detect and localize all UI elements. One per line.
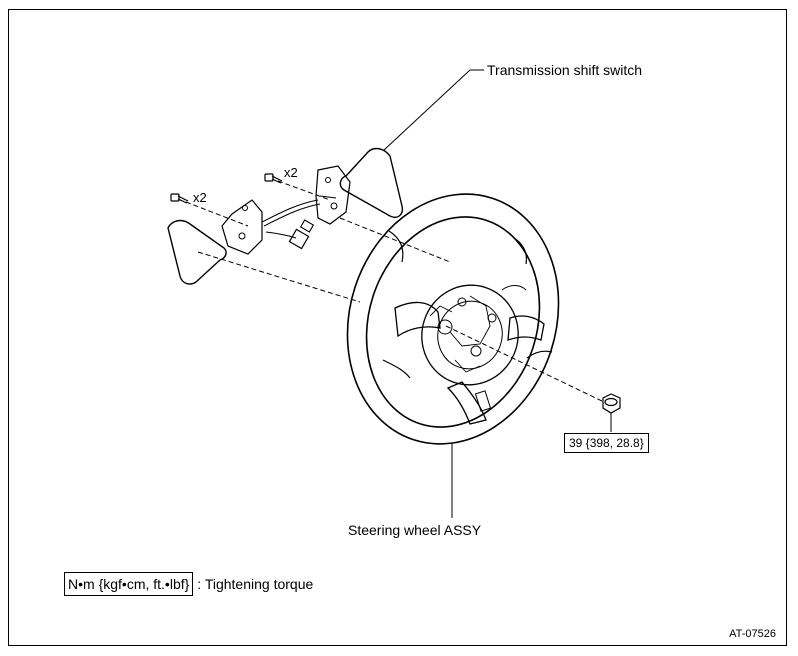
wheel-nut — [602, 393, 621, 414]
shift-switch-leader — [383, 69, 484, 151]
right-paddle-switch — [315, 147, 404, 225]
right-paddle — [339, 147, 404, 218]
harness-connector — [288, 228, 310, 250]
grip-seam — [388, 230, 404, 263]
figure-code: AT-07526 — [729, 628, 776, 640]
grip-seam — [526, 350, 553, 359]
qty-label-right: x2 — [284, 165, 298, 180]
torque-unit-box: N•m {kgf•cm, ft.•lbf} — [64, 572, 194, 596]
wheel-rim-outer — [346, 193, 560, 445]
wheel-spoke-left — [394, 301, 441, 338]
harness-connector — [299, 219, 315, 233]
steering-wheel — [346, 193, 560, 445]
bolt-right — [264, 173, 283, 184]
shift-switch-label: Transmission shift switch — [487, 62, 643, 78]
left-paddle-switch — [167, 199, 263, 285]
wire-harness — [261, 199, 321, 250]
bolts — [170, 173, 621, 414]
wheel-spoke-right — [507, 315, 545, 341]
right-paddle-bracket — [315, 165, 351, 225]
diagram-frame — [8, 9, 787, 646]
bolt-left — [170, 193, 189, 204]
wheel-hub — [421, 284, 519, 386]
left-paddle-bracket — [221, 199, 263, 255]
torque-legend: N•m {kgf•cm, ft.•lbf} : Tightening torqu… — [64, 572, 313, 596]
grip-seam — [513, 237, 528, 265]
leader-lines — [383, 69, 612, 518]
grip-seam — [382, 359, 411, 379]
steering-wheel-label: Steering wheel ASSY — [348, 522, 482, 538]
wheel-spoke-bottom — [446, 381, 487, 425]
left-paddle — [167, 219, 227, 285]
qty-label-left: x2 — [193, 190, 207, 205]
hub-inner — [437, 300, 503, 370]
wheel-rim-inner — [365, 216, 541, 428]
torque-legend-text: : Tightening torque — [197, 576, 314, 592]
alignment-lines — [185, 180, 605, 403]
torque-value-box: 39 {398, 28.8} — [564, 433, 649, 453]
hub-center — [437, 319, 453, 335]
